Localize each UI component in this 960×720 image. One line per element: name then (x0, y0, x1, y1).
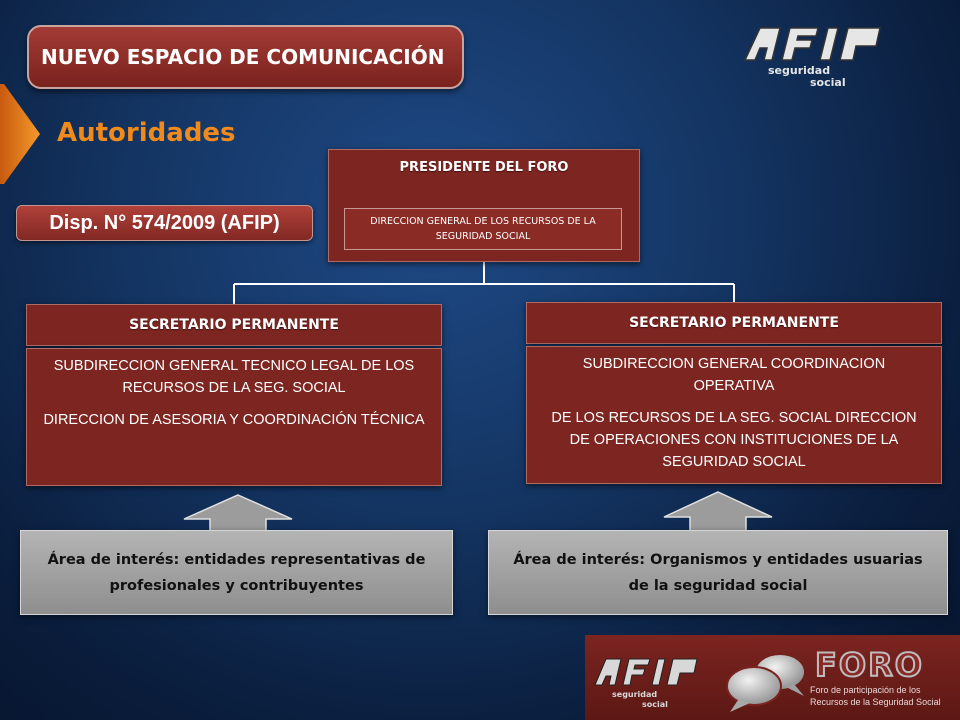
secretary-left-line-1: SUBDIRECCION GENERAL TECNICO LEGAL DE LO… (53, 358, 415, 396)
president-unit: DIRECCION GENERAL DE LOS RECURSOS DE LA … (370, 216, 596, 242)
footer-afip-logo: seguridad social (592, 655, 702, 710)
president-box: PRESIDENTE DEL FORO DIRECCION GENERAL DE… (328, 149, 640, 262)
interest-area-left: Área de interés: entidades representativ… (20, 530, 453, 615)
secretary-left: SECRETARIO PERMANENTE SUBDIRECCION GENER… (26, 304, 442, 486)
disposition-text: Disp. N° 574/2009 (AFIP) (49, 211, 280, 234)
foro-caption-line-2: Recursos de la Seguridad Social (810, 697, 941, 707)
page-title-banner: NUEVO ESPACIO DE COMUNICACIÓN (27, 25, 464, 89)
logo-tagline-1: seguridad (768, 64, 830, 77)
secretary-right-title: SECRETARIO PERMANENTE (629, 315, 839, 331)
arrow-up-icon (183, 494, 293, 533)
footer-logo-tagline-1: seguridad (612, 690, 657, 699)
president-title: PRESIDENTE DEL FORO (399, 160, 569, 175)
section-subtitle: Autoridades (57, 118, 236, 148)
secretary-right-body: SUBDIRECCION GENERAL COORDINACION OPERAT… (526, 346, 942, 484)
interest-area-right: Área de interés: Organismos y entidades … (488, 530, 948, 615)
interest-area-left-text: Área de interés: entidades representativ… (47, 551, 426, 594)
interest-area-right-text: Área de interés: Organismos y entidades … (513, 551, 923, 594)
arrow-up-icon (663, 491, 773, 532)
chevron-right-icon (0, 84, 40, 184)
secretary-right: SECRETARIO PERMANENTE SUBDIRECCION GENER… (526, 302, 942, 484)
secretary-left-title: SECRETARIO PERMANENTE (129, 317, 339, 333)
secretary-right-line-1: SUBDIRECCION GENERAL COORDINACION OPERAT… (582, 356, 886, 394)
secretary-left-line-2: DIRECCION DE ASESORIA Y COORDINACIÓN TÉC… (43, 412, 425, 428)
foro-logo-text: FORO (814, 645, 924, 685)
logo-tagline-2: social (810, 76, 846, 89)
disposition-badge: Disp. N° 574/2009 (AFIP) (16, 205, 313, 241)
page-title: NUEVO ESPACIO DE COMUNICACIÓN (41, 45, 445, 69)
president-unit-box: DIRECCION GENERAL DE LOS RECURSOS DE LA … (344, 208, 622, 250)
secretary-left-header: SECRETARIO PERMANENTE (26, 304, 442, 346)
footer-logo-tagline-2: social (642, 700, 668, 709)
speech-bubbles-icon (726, 655, 804, 712)
foro-caption: Foro de participación de los Recursos de… (810, 684, 941, 708)
foro-caption-line-1: Foro de participación de los (810, 685, 921, 695)
secretary-right-line-2: DE LOS RECURSOS DE LA SEG. SOCIAL DIRECC… (551, 410, 917, 470)
secretary-right-header: SECRETARIO PERMANENTE (526, 302, 942, 344)
secretary-left-body: SUBDIRECCION GENERAL TECNICO LEGAL DE LO… (26, 348, 442, 486)
afip-logo: seguridad social (740, 22, 890, 92)
